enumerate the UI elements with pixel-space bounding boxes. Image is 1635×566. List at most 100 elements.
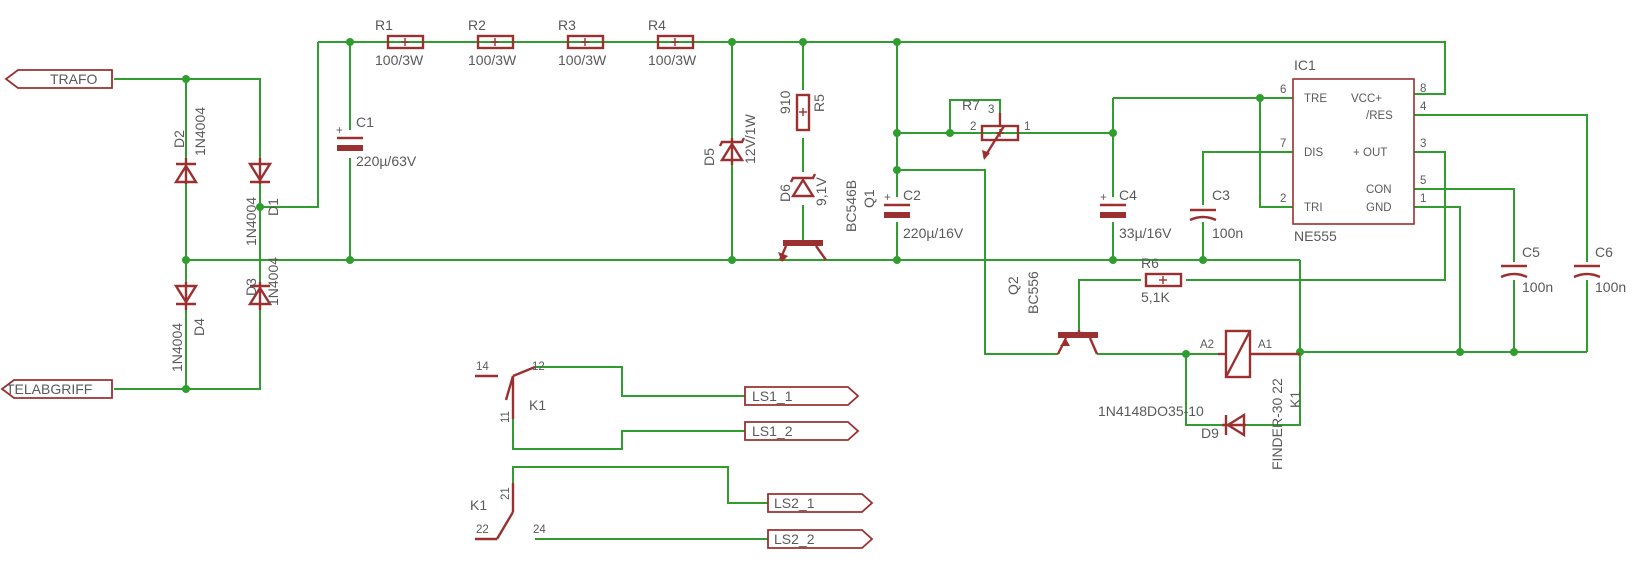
c2-name: C2 [903,187,921,203]
d1-name: D1 [265,198,281,216]
c1-name: C1 [356,114,374,130]
junction-dots [182,38,1518,393]
relay-coil-k1: A2 A1 K1 FINDER-30 22 [1200,329,1303,470]
port-ls2-2-label: LS2_2 [774,531,815,547]
resistor-r4: R4 100/3W [648,17,697,68]
k1-pin-a1: A1 [1258,339,1272,351]
port-ls2-2: LS2_2 [767,529,874,549]
ic1-pin-tre: TRE [1304,93,1327,105]
k1-contact-pin-21: 21 [500,487,512,500]
d2-value: 1N4004 [192,107,208,156]
c5-value: 100n [1522,279,1553,295]
port-ls1-1: LS1_1 [744,386,860,406]
r6-name: R6 [1141,255,1159,271]
ic1-pinnum-3: 3 [1420,138,1426,150]
ic1-pin-tri: TRI [1304,202,1323,214]
r3-value: 100/3W [558,52,607,68]
r4-value: 100/3W [648,52,697,68]
port-ls1-2-label: LS1_2 [752,423,793,439]
diode-d9: 1N4148DO35-10 D9 [1098,403,1246,441]
diode-d4: D4 1N4004 [169,282,207,372]
transistor-q1: Q1 BC546B [778,180,877,262]
d2-name: D2 [171,130,187,148]
c4-name: C4 [1119,187,1137,203]
d5-name: D5 [701,148,717,166]
diode-d3: D3 1N4004 [243,257,281,310]
resistor-r3: R3 100/3W [558,17,607,68]
q2-name: Q2 [1005,276,1021,295]
ic1-pinnum-6: 6 [1280,84,1286,96]
diode-d5: D5 12V/1W [701,113,758,166]
d4-value: 1N4004 [169,323,185,372]
r2-name: R2 [468,17,486,33]
ic1-pinnum-1: 1 [1420,193,1426,205]
resistor-r6: R6 5,1K [1141,255,1183,305]
d3-value: 1N4004 [265,257,281,306]
q1-name: Q1 [861,189,877,208]
ic1-value: NE555 [1294,228,1337,244]
port-ls1-2: LS1_2 [744,421,860,441]
c1-value: 220µ/63V [356,153,417,169]
r5-name: R5 [811,94,827,112]
c2-polarity-icon: + [884,192,891,204]
c3-name: C3 [1212,187,1230,203]
ic1-pinnum-2: 2 [1280,193,1286,205]
d9-name: D9 [1201,425,1219,441]
port-ls2-1: LS2_1 [767,493,874,513]
c6-name: C6 [1595,244,1613,260]
ic1-pinnum-7: 7 [1280,138,1286,150]
d5-value: 12V/1W [742,113,758,164]
r5-value: 910 [777,90,793,114]
c4-polarity-icon: + [1100,192,1107,204]
ic1-pin-res: /RES [1366,110,1393,122]
diode-d6: D6 9,1V [777,173,829,206]
k1-contact-pin-14: 14 [476,361,489,373]
relay-contact-k1-2: 21 22 24 K1 [470,483,546,541]
ic1-pin-out: OUT [1363,147,1387,159]
capacitor-c3: C3 100n [1189,187,1243,241]
port-telabgriff-label: TELABGRIFF [6,381,92,397]
ic1-out-prefix-icon: + [1353,147,1360,159]
ic1-pinnum-4: 4 [1420,101,1427,113]
capacitor-c2: + C2 220µ/16V [884,187,964,241]
k1-coil-value: FINDER-30 22 [1269,378,1285,470]
k1-coil-name: K1 [1287,391,1303,408]
c1-polarity-icon: + [336,125,343,137]
r6-value: 5,1K [1141,289,1170,305]
capacitor-c5: C5 100n [1500,244,1553,295]
ic1-pinnum-8: 8 [1420,83,1426,95]
ic1-pinnum-5: 5 [1420,175,1426,187]
d6-name: D6 [777,184,793,202]
c5-name: C5 [1522,244,1540,260]
r3-name: R3 [558,17,576,33]
capacitor-c6: C6 100n [1573,244,1626,295]
r7-name: R7 [962,97,980,113]
port-ls2-1-label: LS2_1 [774,495,815,511]
ic-ne555: IC1 NE555 TRE DIS TRI VCC+ /RES + OUT CO… [1280,57,1427,244]
port-ls1-1-label: LS1_1 [752,388,793,404]
d4-name: D4 [191,318,207,336]
k1-contact-pin-22: 22 [476,524,489,536]
c4-value: 33µ/16V [1119,225,1172,241]
ic1-pin-dis: DIS [1304,147,1324,159]
k1-contact2-name: K1 [470,497,487,513]
r1-value: 100/3W [375,52,424,68]
q2-value: BC556 [1025,271,1041,314]
r7-pin1: 1 [1024,121,1030,133]
diode-d1: D1 1N4004 [243,158,281,246]
potentiometer-r7: R7 2 1 3 [962,97,1030,160]
resistor-r2: R2 100/3W [468,17,517,68]
capacitor-c1: + C1 220µ/63V [336,114,417,169]
port-trafo: TRAFO [4,69,113,89]
c2-value: 220µ/16V [903,225,964,241]
r4-name: R4 [648,17,666,33]
k1-contact-pin-12: 12 [532,361,545,373]
d1-value: 1N4004 [243,197,259,246]
d3-name: D3 [243,278,259,296]
r7-pin3: 3 [988,104,994,116]
k1-contact1-name: K1 [529,397,546,413]
capacitor-c4: + C4 33µ/16V [1100,187,1172,241]
c3-value: 100n [1212,225,1243,241]
ic1-pin-vcc: VCC+ [1351,93,1382,105]
